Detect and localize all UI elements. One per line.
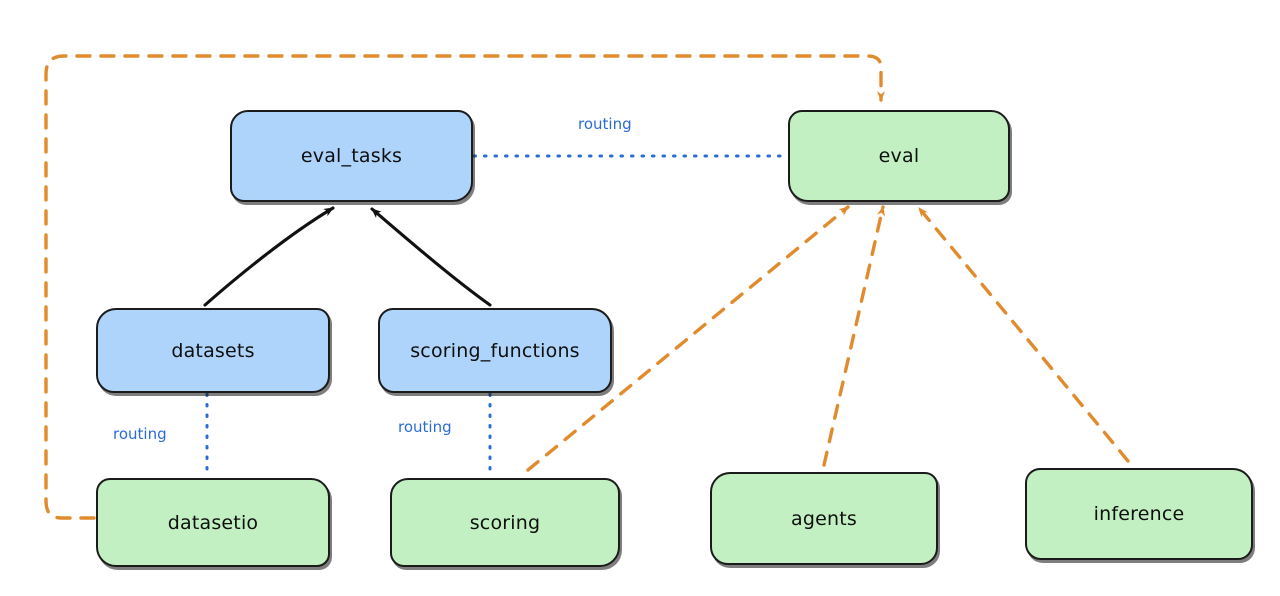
- node-label: datasetio: [167, 511, 259, 534]
- node-agents[interactable]: agents: [710, 472, 938, 565]
- edge-label-routing-scoring-functions-scoring: routing: [398, 418, 452, 436]
- edge-inference-to-eval-dependency: [917, 206, 1130, 463]
- node-datasetio[interactable]: datasetio: [96, 478, 330, 567]
- node-eval-tasks[interactable]: eval_tasks: [230, 110, 473, 202]
- edge-scoring-functions-to-eval-tasks: [370, 207, 492, 307]
- node-label: eval: [878, 145, 920, 167]
- node-datasets[interactable]: datasets: [96, 308, 330, 393]
- edge-agents-to-eval-dependency: [822, 205, 886, 467]
- node-scoring-functions[interactable]: scoring_functions: [378, 308, 612, 393]
- node-label: agents: [791, 507, 857, 530]
- node-inference[interactable]: inference: [1025, 468, 1253, 560]
- edge-label-routing-datasets-datasetio: routing: [113, 425, 167, 443]
- node-label: scoring_functions: [410, 339, 580, 362]
- node-label: eval_tasks: [300, 145, 403, 167]
- node-label: scoring: [469, 511, 541, 534]
- node-eval[interactable]: eval: [788, 110, 1010, 202]
- node-label: inference: [1093, 503, 1185, 525]
- node-scoring[interactable]: scoring: [390, 478, 620, 567]
- node-label: datasets: [171, 339, 255, 362]
- edge-datasets-to-eval-tasks: [203, 206, 335, 307]
- edge-label-routing-eval-tasks-eval: routing: [578, 115, 632, 133]
